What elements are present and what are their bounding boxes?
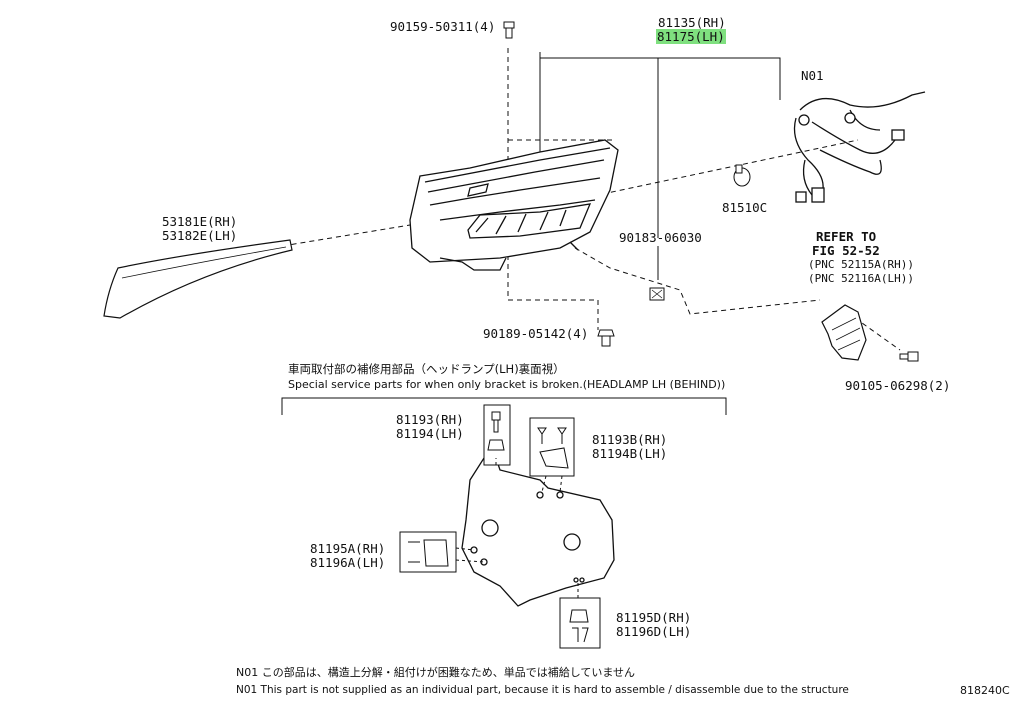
clip-icon [649,287,665,301]
box-81195d [559,597,601,649]
bulb-icon [733,164,751,187]
bracket-52115a-icon [821,304,867,361]
screw-90189-icon [597,329,615,347]
service-parts-bracket [281,397,727,415]
footer-note-en: N01 This part is not supplied as an indi… [236,684,849,696]
label-81193b[interactable]: 81193B(RH) [592,432,668,447]
figure-code: 818240C [960,684,1010,697]
label-90159[interactable]: 90159-50311(4) [390,19,496,34]
wiring-harness-icon [793,91,926,203]
refer-fig-link[interactable]: FIG 52-52 [812,243,880,258]
label-53182[interactable]: 53182E(LH) [162,228,238,243]
label-n01[interactable]: N01 [801,68,824,83]
label-81175-text: 81175(LH) [656,29,726,44]
label-81135[interactable]: 81135(RH) [658,15,726,30]
bolt-90159-icon [503,21,515,39]
footer-note-jp: N01 この部品は、構造上分解・組付けが困難なため、単品では補給していません [236,666,636,679]
label-81195a[interactable]: 81195A(RH) [310,541,386,556]
label-53181[interactable]: 53181E(RH) [162,214,238,229]
bolt-90105-icon [899,351,919,362]
label-81195d[interactable]: 81195D(RH) [616,610,692,625]
garnish-strip-icon [103,239,293,319]
service-note-jp: 車両取付部の補修用部品（ヘッドランプ(LH)裏面視） [288,362,565,376]
refer-to-text: REFER TO [816,229,877,244]
headlamp-assembly-icon [409,139,619,271]
label-81194[interactable]: 81194(LH) [396,426,464,441]
label-81175[interactable]: 81175(LH) [656,29,726,44]
leader-headlamp [539,52,781,280]
label-81196d[interactable]: 81196D(LH) [616,624,692,639]
label-81196a[interactable]: 81196A(LH) [310,555,386,570]
label-81510[interactable]: 81510C [722,200,768,215]
label-90105[interactable]: 90105-06298(2) [845,378,951,393]
refer-pnc-rh[interactable]: (PNC 52115A(RH)) [808,258,914,271]
refer-pnc-lh[interactable]: (PNC 52116A(LH)) [808,272,914,285]
label-81193[interactable]: 81193(RH) [396,412,464,427]
label-81194b[interactable]: 81194B(LH) [592,446,668,461]
lamp-rear-housing-icon [461,457,615,607]
label-90189[interactable]: 90189-05142(4) [483,326,589,341]
label-90183[interactable]: 90183-06030 [619,230,702,245]
service-note-en: Special service parts for when only brac… [288,378,726,391]
